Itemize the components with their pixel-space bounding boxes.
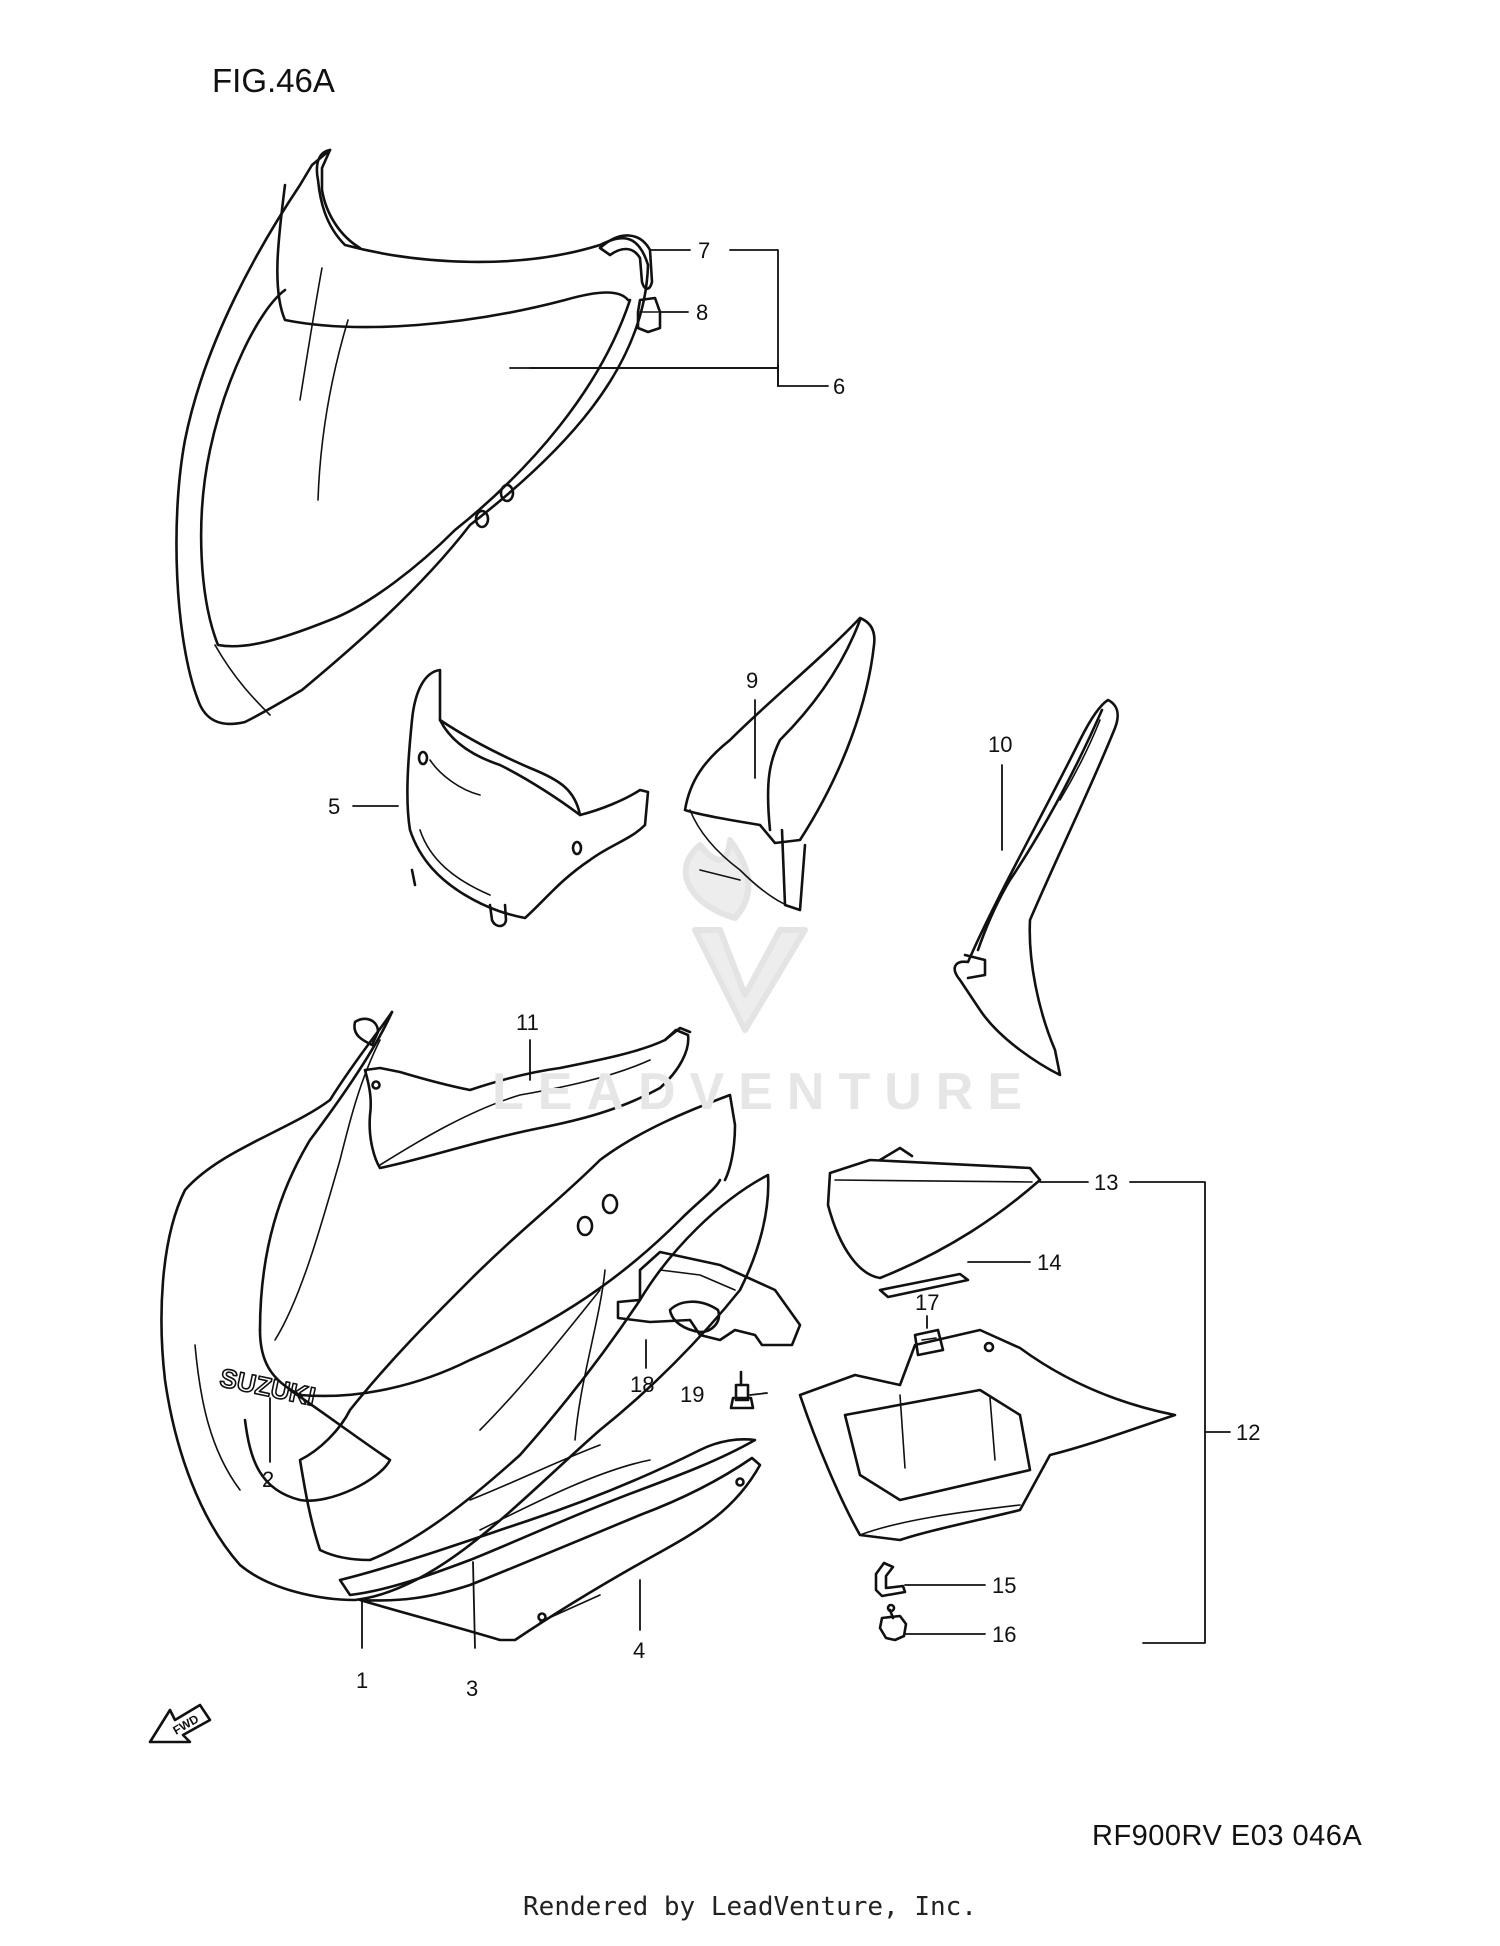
lid-part-13 [826, 1146, 1042, 1280]
strip-part-14 [878, 1272, 970, 1299]
lower-strake-part-4 [358, 1456, 762, 1642]
grommet-part-16 [878, 1603, 908, 1642]
callout-9: 9 [746, 668, 758, 693]
watermark-text: LEADVENTURE [492, 1063, 1037, 1121]
grommet-part-8 [636, 296, 662, 334]
bracket-part-18 [616, 1250, 802, 1347]
callout-15: 15 [992, 1573, 1016, 1598]
callout-10: 10 [988, 732, 1012, 757]
suzuki-logo: SUZUKI [217, 1362, 318, 1411]
callout-labels: 7 8 6 5 9 10 11 13 14 17 12 18 19 15 16 … [262, 238, 1260, 1701]
trim-strip-part-7 [598, 234, 654, 291]
callout-2: 2 [262, 1467, 274, 1492]
callout-19: 19 [680, 1382, 704, 1407]
callout-5: 5 [328, 794, 340, 819]
clip-part-17 [913, 1328, 945, 1357]
lower-strake-part-3 [338, 1438, 757, 1597]
callout-3: 3 [466, 1676, 478, 1701]
callout-4: 4 [633, 1638, 645, 1663]
bolt-part-19 [729, 1370, 755, 1410]
callout-16: 16 [992, 1622, 1016, 1647]
side-panel-part-9 [683, 616, 876, 912]
callout-1: 1 [356, 1668, 368, 1693]
callout-11: 11 [516, 1010, 539, 1035]
inner-panel-part-5 [406, 668, 650, 928]
leader-lines [269, 249, 1231, 1649]
figure-title: FIG.46A [212, 62, 335, 99]
callout-13: 13 [1094, 1170, 1118, 1195]
watermark-logo [682, 837, 808, 1033]
box-part-12 [798, 1328, 1177, 1542]
diagram-code: RF900RV E03 046A [1092, 1820, 1363, 1852]
side-panel-part-10 [953, 698, 1119, 1077]
footer-credit: Rendered by LeadVenture, Inc. [523, 1892, 977, 1922]
inner-fairing-part-11 [363, 1026, 692, 1170]
callout-12: 12 [1236, 1420, 1260, 1445]
callout-8: 8 [696, 300, 708, 325]
callout-17: 17 [915, 1290, 939, 1315]
callout-7: 7 [698, 238, 710, 263]
callout-18: 18 [630, 1372, 654, 1397]
clip-part-15 [874, 1561, 907, 1598]
windscreen-part-6 [175, 148, 650, 726]
callout-14: 14 [1037, 1250, 1061, 1275]
callout-6: 6 [833, 374, 845, 399]
fwd-arrow-icon: FWD [148, 1703, 212, 1744]
